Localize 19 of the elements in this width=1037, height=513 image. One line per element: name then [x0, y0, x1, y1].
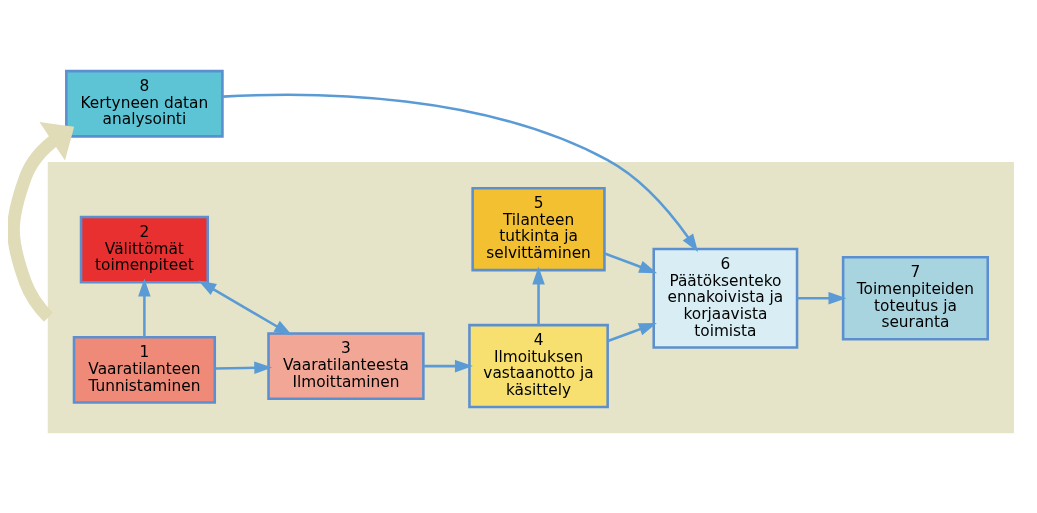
arrow — [532, 265, 545, 325]
arrow — [222, 93, 699, 252]
node-box: 7 Toimenpiteiden toteutus ja seuranta — [841, 255, 989, 340]
node-box: 3 Vaaratilanteesta Ilmoittaminen — [267, 331, 425, 400]
node-box: 6 Päätöksenteko ennakoivista ja korjaavista toimista — [652, 247, 799, 349]
node-box: 2 Välittömät toimenpiteet — [79, 215, 209, 284]
node-box: 1 Vaaratilanteen Tunnistaminen — [72, 335, 217, 404]
node-box: 8 Kertyneen datan analysointi — [65, 69, 224, 138]
arrow — [215, 361, 273, 374]
arrow — [198, 279, 293, 335]
arrow — [8, 121, 75, 322]
arrow — [138, 278, 151, 337]
arrow — [797, 291, 847, 305]
node-box: 5 Tilanteen tutkinta ja selvittäminen — [471, 186, 606, 271]
arrow — [423, 359, 473, 372]
cluster — [47, 161, 1014, 433]
arrow — [604, 251, 658, 273]
node-box: 4 Ilmoituksen vastaanotto ja käsittely — [468, 323, 609, 408]
arrow — [607, 322, 657, 342]
